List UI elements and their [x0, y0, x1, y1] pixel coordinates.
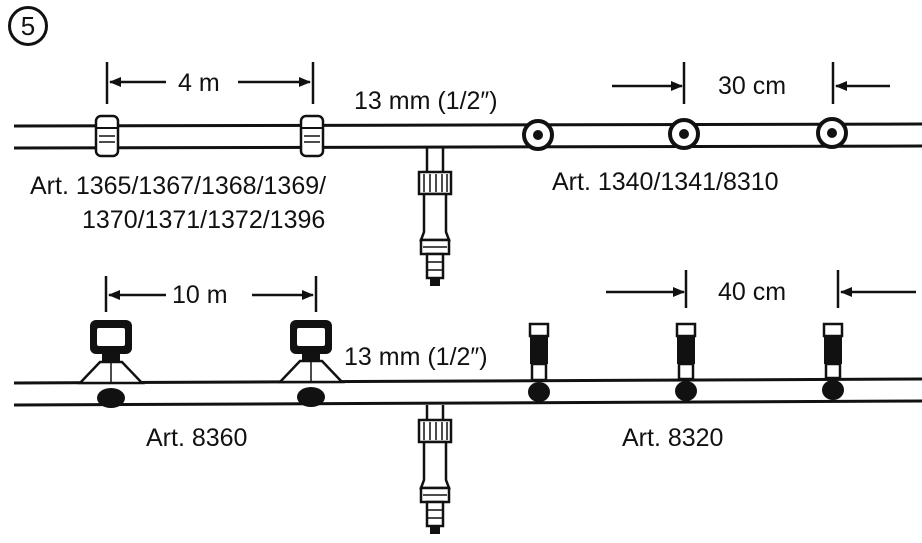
- bottom-pipe-size-label: 13 mm (1/2″): [344, 343, 488, 371]
- bottom-pipe: [13, 377, 922, 407]
- bottom-inline-dripper-2: [675, 322, 697, 401]
- top-left-spacing-label: 4 m: [178, 69, 220, 97]
- bottom-right-articles: Art. 8320: [622, 424, 724, 452]
- top-left-articles-line2: 1370/1371/1372/1396: [82, 206, 326, 234]
- bottom-left-dimension: [104, 276, 318, 312]
- top-supply-connector: [417, 148, 453, 286]
- top-inline-dripper-2: [668, 118, 700, 150]
- top-inline-dripper-3: [816, 117, 848, 149]
- bottom-sprayer-2: [277, 320, 345, 407]
- top-right-articles: Art. 1340/1341/8310: [552, 168, 779, 196]
- bottom-supply-connector: [417, 405, 453, 534]
- top-dripper-1: [94, 114, 120, 158]
- top-right-spacing-label: 30 cm: [718, 72, 787, 100]
- step-number-badge: 5: [8, 6, 48, 46]
- bottom-right-spacing-label: 40 cm: [718, 278, 787, 306]
- bottom-left-articles: Art. 8360: [146, 424, 248, 452]
- bottom-right-dimension: [606, 270, 916, 308]
- top-inline-dripper-1: [522, 119, 554, 151]
- bottom-left-spacing-label: 10 m: [172, 281, 228, 309]
- bottom-inline-dripper-3: [822, 322, 844, 400]
- top-pipe: [13, 122, 922, 150]
- top-pipe-size-label: 13 mm (1/2″): [354, 87, 498, 115]
- bottom-sprayer-1: [77, 320, 145, 408]
- top-right-dimension: [612, 62, 890, 104]
- top-left-articles-line1: Art. 1365/1367/1368/1369/: [30, 172, 327, 200]
- top-left-dimension: [105, 62, 315, 104]
- bottom-inline-dripper-1: [528, 322, 550, 402]
- top-dripper-2: [299, 114, 325, 158]
